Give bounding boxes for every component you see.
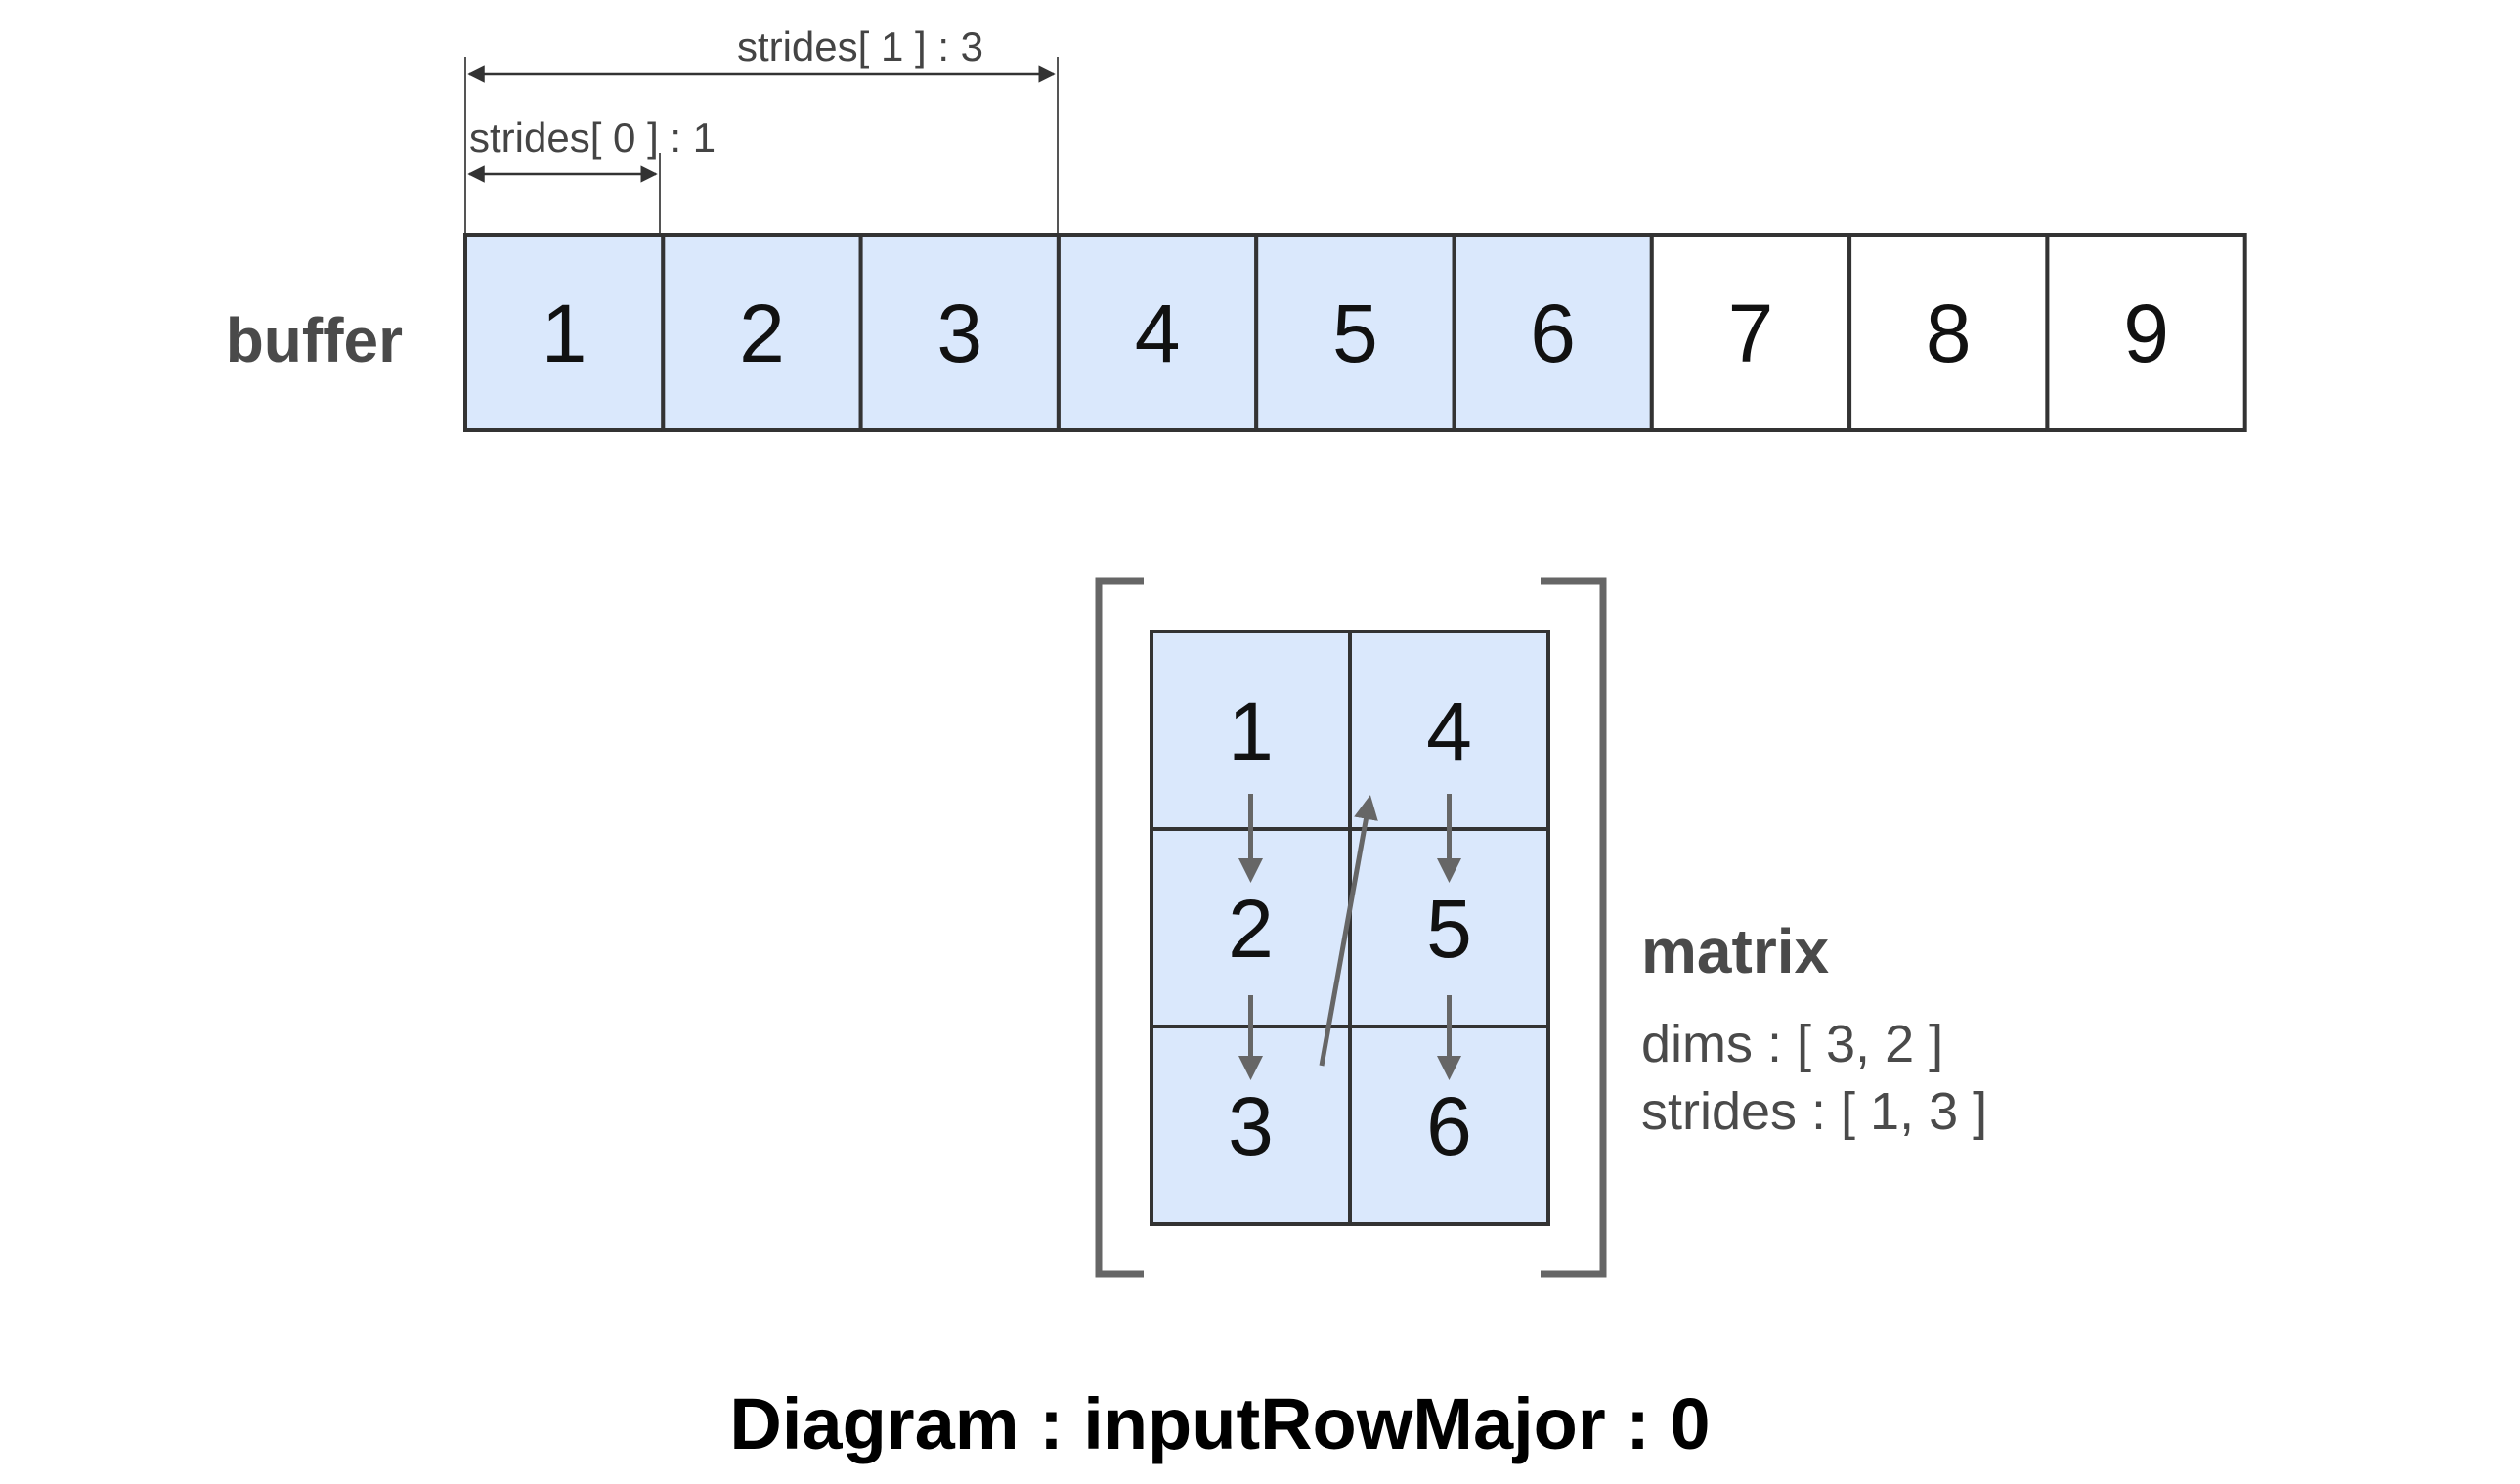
stride-1-label: strides[ 1 ] : 3 xyxy=(737,23,983,69)
matrix-cell-value: 2 xyxy=(1228,883,1274,975)
buffer-cell-value: 7 xyxy=(1728,287,1774,379)
matrix-dims: dims : [ 3, 2 ] xyxy=(1641,1015,1943,1073)
buffer-cell-value: 5 xyxy=(1332,287,1378,379)
buffer-cell xyxy=(463,233,666,432)
matrix-cell-value: 6 xyxy=(1426,1080,1472,1172)
buffer-cell-value: 4 xyxy=(1135,287,1181,379)
stride-0-label: strides[ 0 ] : 1 xyxy=(469,114,716,160)
matrix-right-bracket xyxy=(1541,577,1607,1278)
next-column-arrow xyxy=(1319,795,1378,1067)
diagram-title: Diagram : inputRowMajor : 0 xyxy=(729,1383,1710,1464)
buffer-cell-value: 2 xyxy=(739,287,785,379)
buffer-cell xyxy=(1254,233,1456,432)
matrix-strides: strides : [ 1, 3 ] xyxy=(1641,1082,1987,1141)
matrix-label: matrix xyxy=(1641,916,1830,986)
matrix-cells: 1 4 2 5 3 6 xyxy=(1150,630,1550,1226)
buffer-cell-value: 1 xyxy=(542,287,587,379)
buffer-cell xyxy=(661,233,863,432)
buffer-cell xyxy=(1649,233,1852,432)
traversal-arrows xyxy=(1238,794,1461,1080)
buffer-cell-value: 8 xyxy=(1926,287,1972,379)
matrix-group: 1 4 2 5 3 6 xyxy=(1095,577,1607,1278)
buffer-cell xyxy=(2045,233,2247,432)
matrix-cell-value: 5 xyxy=(1426,883,1472,975)
buffer-cells: 1 2 3 4 5 6 7 8 9 xyxy=(463,233,2247,432)
matrix-cell-value: 1 xyxy=(1228,685,1274,777)
strides-annotation-group: strides[ 1 ] : 3 strides[ 0 ] : 1 xyxy=(464,23,1059,235)
matrix-cell-value: 4 xyxy=(1426,685,1472,777)
buffer-cell-value: 3 xyxy=(936,287,982,379)
matrix-cell-value: 3 xyxy=(1228,1080,1274,1172)
buffer-cell xyxy=(858,233,1061,432)
buffer-cell-value: 6 xyxy=(1530,287,1576,379)
buffer-cell-value: 9 xyxy=(2123,287,2169,379)
matrix-left-bracket xyxy=(1095,577,1144,1278)
buffer-label: buffer xyxy=(226,305,403,375)
